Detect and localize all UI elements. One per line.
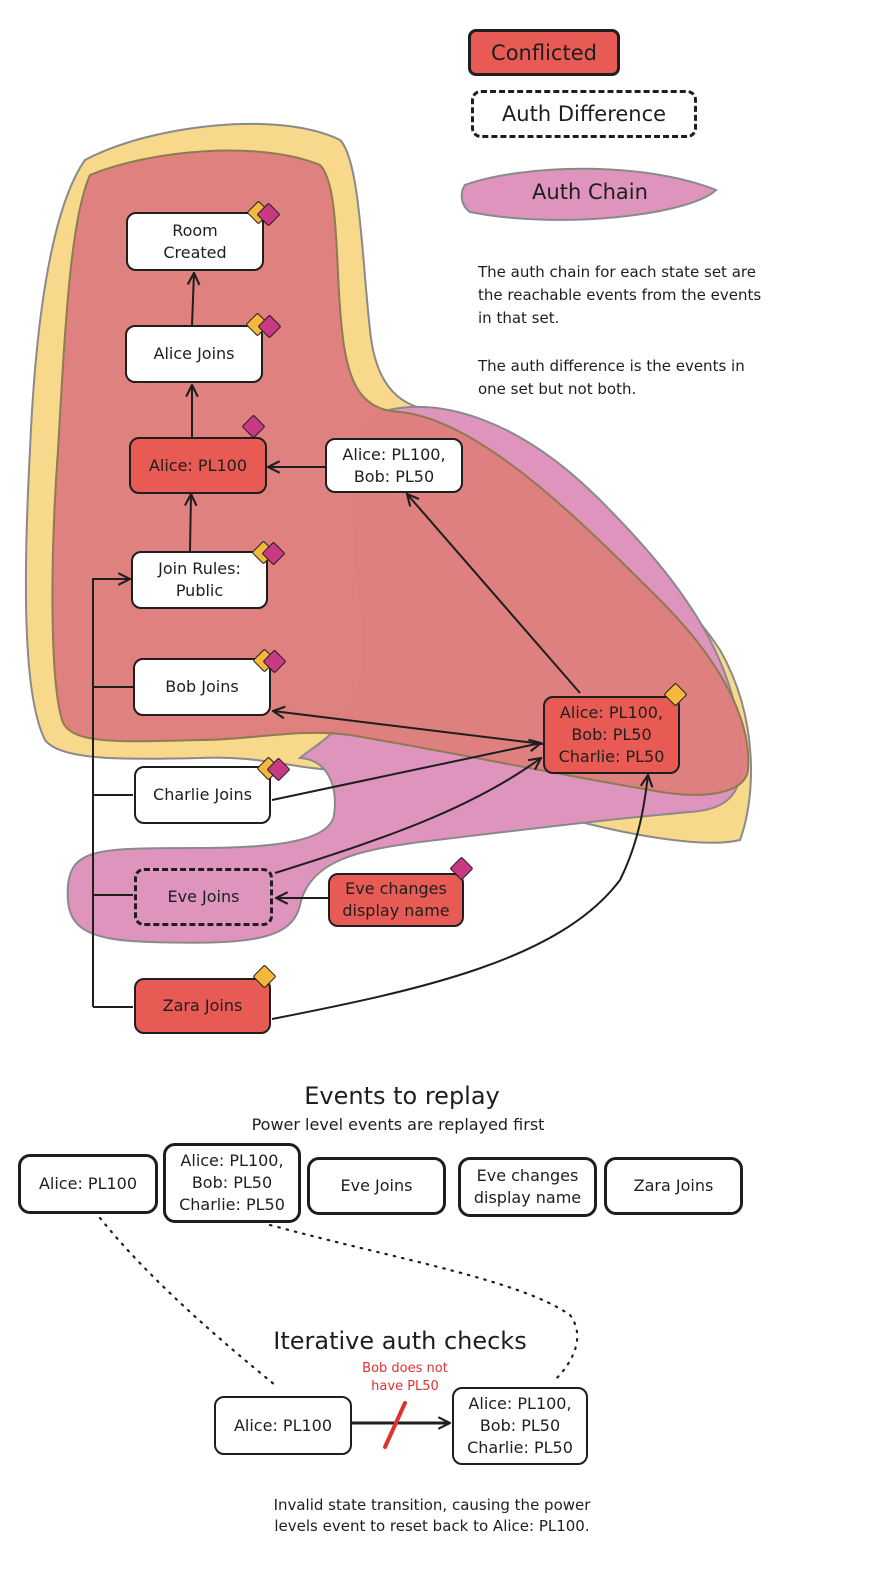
auth-checks-conclusion: Invalid state transition, causing the po… bbox=[273, 1496, 591, 1535]
node-alice-bob-pl: Alice: PL100, Bob: PL50 bbox=[325, 438, 463, 493]
edge-alice-joins-to-room-created bbox=[192, 273, 194, 326]
node-join-rules-public: Join Rules: Public bbox=[131, 551, 268, 609]
node-eve-changes-display-name: Eve changes display name bbox=[328, 873, 464, 927]
node-room-created: Room Created bbox=[126, 212, 264, 271]
replay-event-alice-pl100: Alice: PL100 bbox=[18, 1154, 158, 1214]
legend-auth-chain: Auth Chain bbox=[532, 180, 648, 204]
edge-charlie-to-abc-pl bbox=[271, 743, 541, 801]
edge-eve-joins-to-abc-pl bbox=[274, 758, 541, 874]
edge-abc-pl-to-alice-bob-pl bbox=[407, 494, 581, 694]
edge-zara-to-abc-pl bbox=[271, 775, 648, 1020]
replay-event-zara-joins: Zara Joins bbox=[604, 1157, 743, 1215]
dotted-connector-abc-pl bbox=[268, 1223, 579, 1382]
dotted-connector-alice-pl100 bbox=[98, 1216, 277, 1387]
auth-checks-title: Iterative auth checks bbox=[273, 1327, 527, 1355]
auth-check-to-event: Alice: PL100, Bob: PL50 Charlie: PL50 bbox=[452, 1387, 588, 1465]
replay-subtitle: Power level events are replayed first bbox=[251, 1115, 545, 1134]
node-eve-joins: Eve Joins bbox=[134, 868, 273, 926]
node-alice-joins: Alice Joins bbox=[125, 325, 263, 383]
node-zara-joins: Zara Joins bbox=[134, 978, 271, 1034]
node-charlie-joins: Charlie Joins bbox=[134, 766, 271, 824]
replay-event-eve-joins: Eve Joins bbox=[307, 1157, 446, 1215]
rejection-note: Bob does not have PL50 bbox=[362, 1361, 448, 1394]
node-bob-joins: Bob Joins bbox=[133, 658, 271, 716]
replay-title: Events to replay bbox=[304, 1082, 500, 1110]
edge-abc-pl-to-bob-joins bbox=[273, 711, 544, 745]
note-auth-difference: The auth difference is the events in one… bbox=[478, 357, 745, 398]
note-auth-chain: The auth chain for each state set are th… bbox=[478, 263, 762, 327]
rejection-strike bbox=[383, 1401, 407, 1449]
legend-auth-difference: Auth Difference bbox=[471, 90, 697, 138]
edge-spine-to-join-rules bbox=[92, 579, 130, 1007]
auth-check-from-event: Alice: PL100 bbox=[214, 1396, 352, 1455]
legend-conflicted: Conflicted bbox=[468, 29, 620, 76]
edge-join-rules-to-alice-pl100 bbox=[190, 494, 191, 552]
legend-auth-chain-shape bbox=[460, 167, 718, 221]
node-alice-pl100: Alice: PL100 bbox=[129, 437, 267, 494]
replay-event-alice-bob-charlie-pl: Alice: PL100, Bob: PL50 Charlie: PL50 bbox=[163, 1143, 301, 1223]
replay-event-eve-changes-display-name: Eve changes display name bbox=[458, 1157, 597, 1217]
node-alice-bob-charlie-pl: Alice: PL100, Bob: PL50 Charlie: PL50 bbox=[543, 696, 680, 774]
